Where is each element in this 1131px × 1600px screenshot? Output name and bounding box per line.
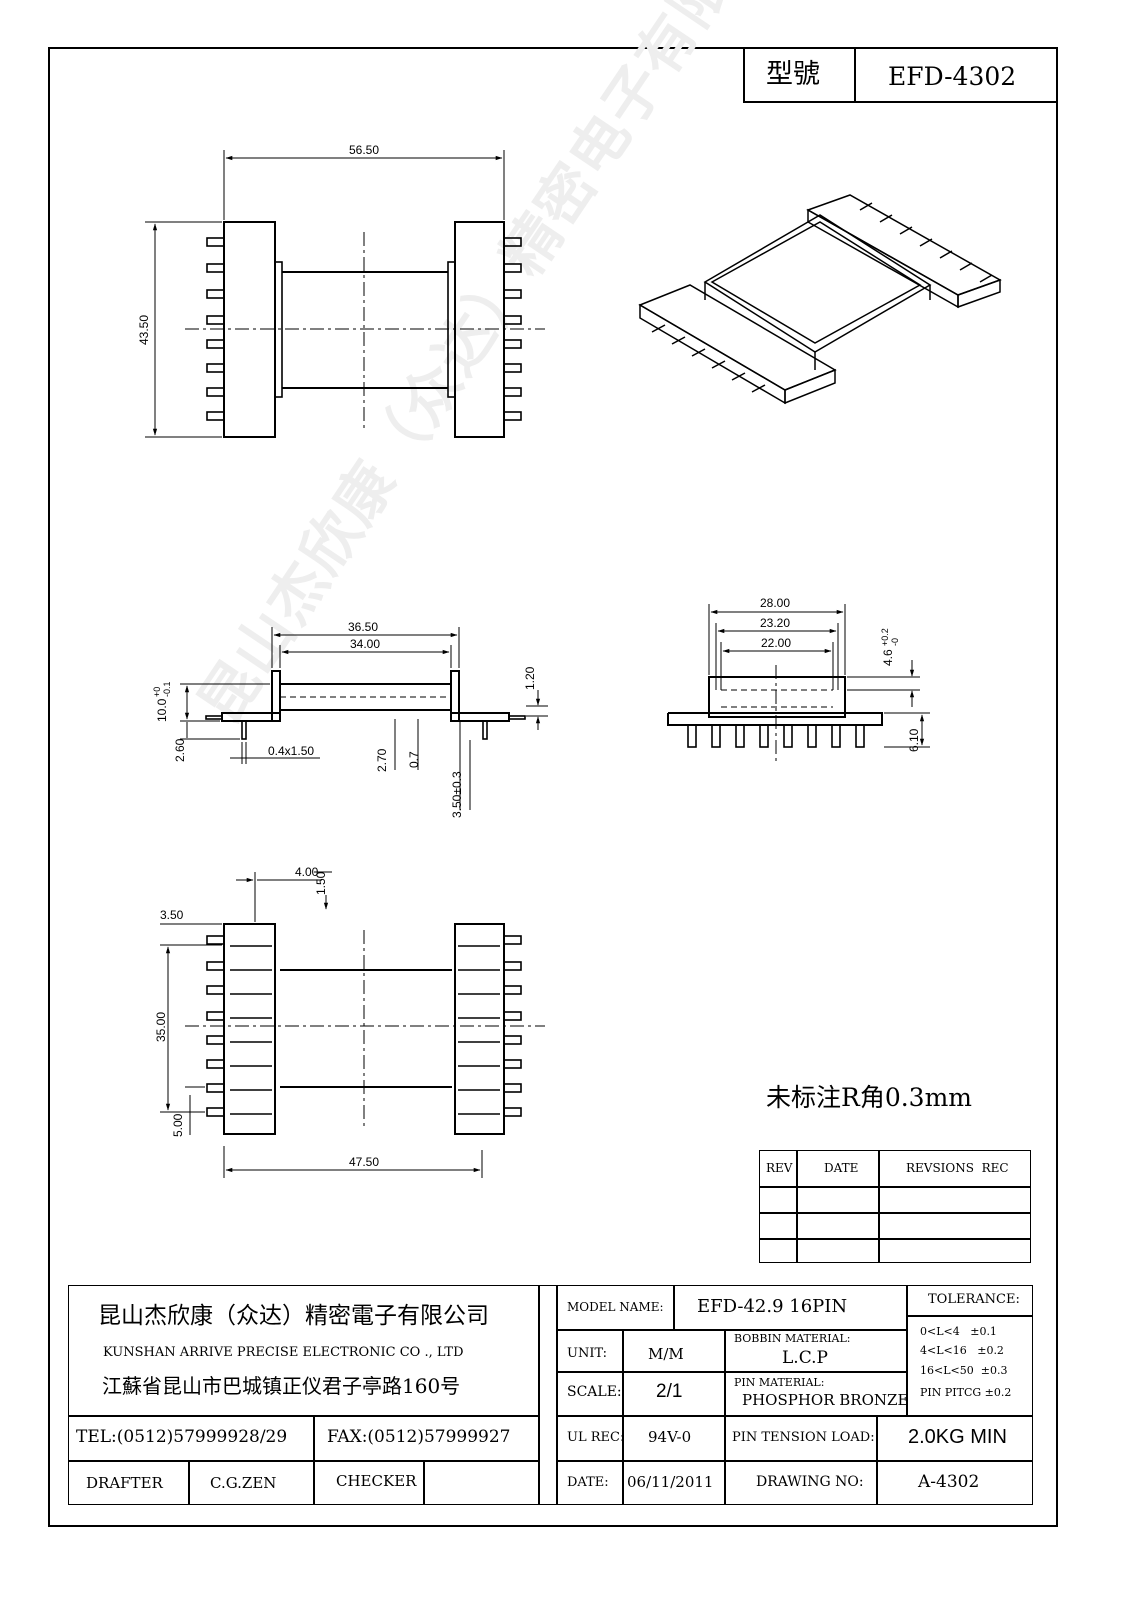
side-view (180, 627, 548, 810)
date-label: DATE: (567, 1475, 609, 1490)
dim-bot-5: 5.00 (171, 1113, 185, 1137)
dim-end-28: 28.00 (760, 596, 790, 610)
dim-side-pin: 0.4x1.50 (268, 744, 314, 758)
pin-tension-value: 2.0KG MIN (908, 1426, 1007, 1448)
tolerance-row: PIN PITCG ±0.2 (920, 1386, 1012, 1399)
dim-side-flange-tol-top: +0 (152, 687, 162, 697)
dim-side-outer: 36.50 (348, 620, 378, 634)
revision-table (759, 1150, 1031, 1263)
drawing-no-label: DRAWING NO: (756, 1474, 864, 1490)
radius-note: 未标注R角0.3mm (766, 1083, 972, 1112)
scale-value: 2/1 (656, 1381, 683, 1402)
dim-bot-35: 35.00 (154, 1012, 168, 1042)
bobbin-material-label: BOBBIN MATERIAL: (734, 1332, 851, 1345)
ul-value: 94V-0 (648, 1428, 692, 1446)
drafter-value: C.G.ZEN (210, 1474, 277, 1492)
dim-end-4-6-tol-bot: -0 (890, 638, 900, 646)
bobbin-material-value: L.C.P (782, 1348, 828, 1368)
unit-value: M/M (648, 1345, 684, 1363)
dim-end-4-6-tol-top: +0.2 (880, 628, 890, 646)
rev-header-rev: REV (766, 1161, 793, 1175)
dim-bot-3-50: 3.50 (160, 908, 184, 922)
dim-bot-4-00: 4.00 (295, 865, 319, 879)
drawing-frame (48, 47, 1058, 1527)
ul-label: UL REC: (567, 1430, 625, 1445)
iso-view (638, 194, 1002, 405)
dim-bot-47-5: 47.50 (349, 1155, 379, 1169)
tolerance-row: 0<L<4 ±0.1 (920, 1325, 997, 1338)
dim-bot-1-50: 1.50 (314, 871, 328, 895)
dim-side-flange-tol-bot: -0.1 (162, 681, 172, 697)
tolerance-row: 4<L<16 ±0.2 (920, 1344, 1004, 1357)
pin-material-value: PHOSPHOR BRONZE (742, 1391, 909, 1409)
tel: TEL:(0512)57999928/29 (76, 1427, 288, 1447)
dim-side-inner: 34.00 (350, 637, 380, 651)
checker-label: CHECKER (336, 1472, 417, 1490)
dim-end-4-6: 4.6 (881, 649, 895, 666)
date-value: 06/11/2011 (627, 1473, 714, 1491)
tolerance-label: TOLERANCE: (928, 1292, 1020, 1307)
title-block (68, 1285, 1033, 1505)
model-box (743, 47, 1058, 103)
dim-end-22: 22.00 (761, 636, 791, 650)
pin-tension-label: PIN TENSION LOAD: (732, 1430, 875, 1445)
technical-drawing: 56.50 43.50 36.50 34.00 10.0 +0 -0.1 1.2… (137, 143, 1002, 1178)
drawing-no-value: A-4302 (918, 1472, 980, 1492)
rev-header-date: DATE (824, 1161, 859, 1175)
model-name-label: MODEL NAME: (567, 1300, 664, 1314)
end-view (667, 604, 930, 765)
dim-top-height: 43.50 (137, 315, 151, 345)
model-box-value: EFD-4302 (888, 62, 1017, 91)
rev-header-rec: REVSIONS REC (906, 1161, 1009, 1175)
scale-label: SCALE: (567, 1384, 622, 1400)
dim-side-2-70: 2.70 (375, 748, 389, 772)
company-en: KUNSHAN ARRIVE PRECISE ELECTRONIC CO ., … (103, 1345, 464, 1360)
dim-side-flange: 10.0 (155, 698, 169, 722)
tolerance-row: 16<L<50 ±0.3 (920, 1364, 1008, 1377)
model-box-divider (854, 47, 856, 103)
dim-end-23: 23.20 (760, 616, 790, 630)
dim-side-3-50: 3.50±0.3 (450, 771, 464, 818)
top-view (145, 150, 545, 438)
dim-side-1-20: 1.20 (523, 666, 537, 690)
dim-side-0-7: 0.7 (407, 751, 421, 768)
model-box-label: 型號 (766, 59, 820, 90)
fax: FAX:(0512)57999927 (327, 1427, 511, 1447)
company-address: 江蘇省昆山市巴城镇正仪君子亭路160号 (102, 1374, 461, 1398)
dim-top-width: 56.50 (349, 143, 379, 157)
unit-label: UNIT: (567, 1346, 608, 1361)
pin-material-label: PIN MATERIAL: (734, 1376, 825, 1389)
company-cn: 昆山杰欣康（众达）精密電子有限公司 (98, 1303, 489, 1329)
dim-side-2-60: 2.60 (173, 738, 187, 762)
bottom-view (160, 871, 545, 1178)
drafter-label: DRAFTER (86, 1474, 163, 1492)
dim-end-6-10: 6.10 (907, 728, 921, 752)
model-name-value: EFD-42.9 16PIN (697, 1296, 848, 1317)
